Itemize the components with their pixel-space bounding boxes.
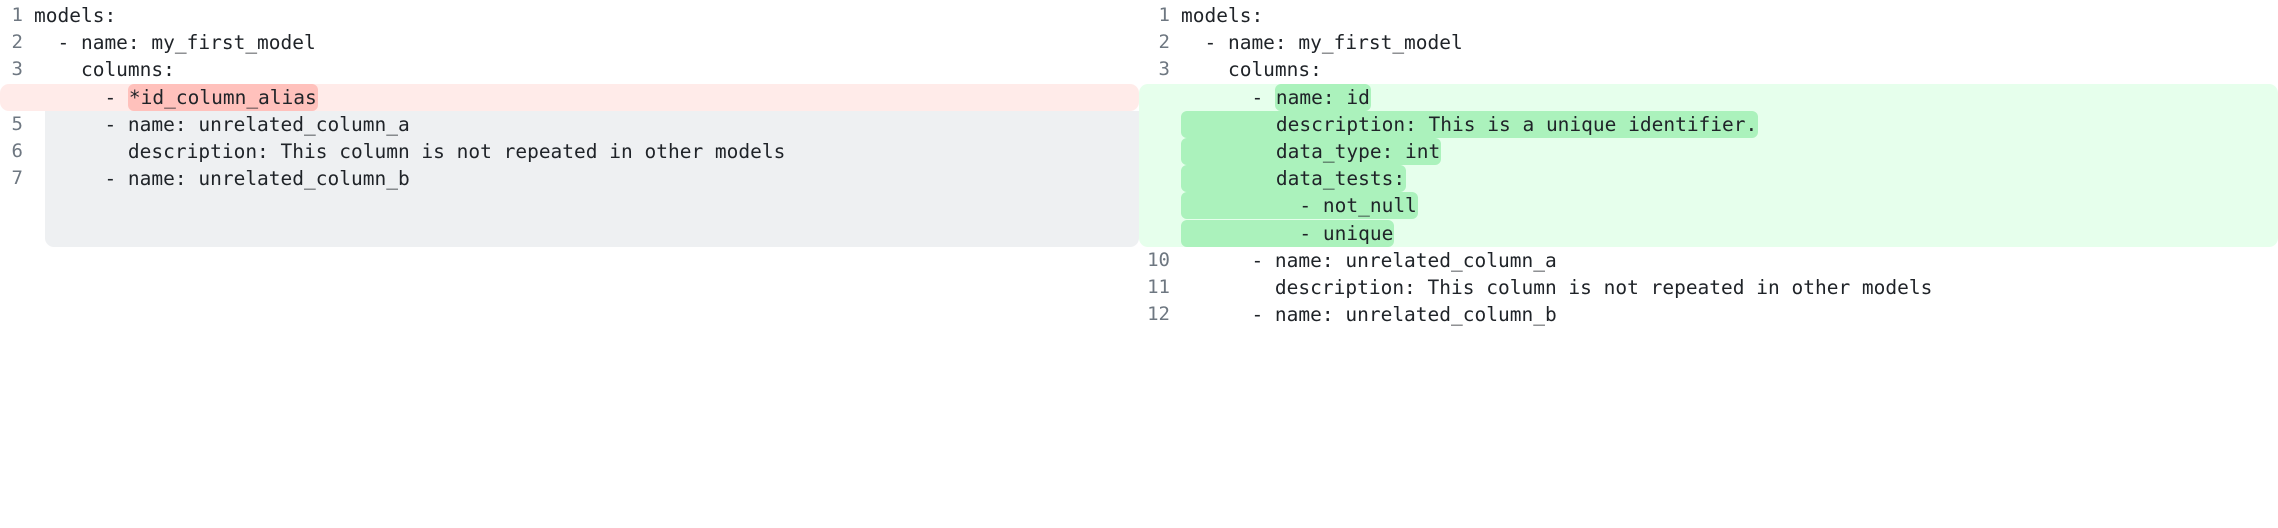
added-word-highlight: data_type: int [1181, 137, 1442, 165]
code-text: - *id_column_alias [34, 83, 318, 111]
code-text: models: [1181, 4, 1264, 27]
line-content: data_tests: [1181, 165, 2278, 193]
added-word-highlight: - not_null [1181, 192, 1418, 220]
diff-line[interactable]: 2 - name: my_first_model [1139, 29, 2278, 56]
line-content: columns: [1181, 56, 2278, 83]
code-text: - name: my_first_model [1181, 31, 1463, 55]
line-content: data_type: int [1181, 137, 2278, 165]
line-number: 10 [1147, 248, 1170, 271]
line-number: 7 [11, 167, 23, 190]
added-word-highlight: description: This is a unique identifier… [1181, 110, 1759, 138]
code-text: - not_null [1181, 192, 1418, 220]
diff-line[interactable]: 4 - name: id [1139, 83, 2278, 111]
diff-line[interactable]: 3 columns: [0, 56, 1139, 83]
line-content: - *id_column_alias [34, 83, 1139, 111]
code-text: description: This is a unique identifier… [1181, 110, 1759, 138]
diff-line[interactable]: 1 models: [0, 2, 1139, 29]
line-content: - unique [1181, 219, 2278, 247]
code-text: data_tests: [1181, 165, 1407, 193]
line-content: - name: unrelated_column_a [34, 111, 1139, 138]
code-segment-plain: - [1181, 85, 1275, 109]
code-text: columns: [34, 58, 175, 82]
diff-line[interactable]: 4 - *id_column_alias [0, 83, 1139, 111]
diff-line[interactable]: 7 data_tests: [1139, 165, 2278, 193]
diff-line[interactable]: 10 - name: unrelated_column_a [1139, 247, 2278, 274]
code-text: columns: [1181, 58, 1322, 82]
line-number: 1 [1158, 4, 1170, 26]
code-text: data_type: int [1181, 137, 1442, 165]
line-number: 2 [11, 31, 23, 54]
removed-word-highlight: *id_column_alias [127, 83, 318, 111]
line-content: description: This column is not repeated… [34, 138, 1139, 165]
diff-line[interactable]: 1 models: [1139, 2, 2278, 29]
diff-line[interactable]: 12 - name: unrelated_column_b [1139, 301, 2278, 328]
added-word-highlight: - unique [1181, 219, 1395, 247]
diff-line[interactable]: 8 - not_null [1139, 192, 2278, 220]
line-content: models: [1181, 2, 2278, 29]
code-text: - name: unrelated_column_b [1181, 303, 1557, 327]
diff-line[interactable]: 5 - name: unrelated_column_a [0, 111, 1139, 138]
diff-line[interactable]: 3 columns: [1139, 56, 2278, 83]
code-text: - unique [1181, 219, 1395, 247]
line-content: description: This is a unique identifier… [1181, 110, 2278, 138]
empty-counterpart-block [45, 110, 1139, 247]
line-number: 3 [1158, 58, 1170, 81]
line-content: - name: my_first_model [34, 29, 1139, 56]
line-content: columns: [34, 56, 1139, 83]
added-word-highlight: name: id [1274, 83, 1371, 111]
line-content: - name: unrelated_column_a [1181, 247, 2278, 274]
code-text: - name: my_first_model [34, 31, 316, 55]
line-content: - not_null [1181, 192, 2278, 220]
code-segment-plain: - [34, 85, 128, 109]
line-content: - name: unrelated_column_b [1181, 301, 2278, 328]
diff-line[interactable]: 9 - unique [1139, 219, 2278, 247]
added-word-highlight: data_tests: [1181, 165, 1407, 193]
diff-line[interactable]: 6 description: This column is not repeat… [0, 138, 1139, 165]
code-text: description: This column is not repeated… [1181, 275, 1933, 299]
line-number: 12 [1147, 303, 1170, 326]
code-text: - name: unrelated_column_a [1181, 248, 1557, 272]
code-text: - name: unrelated_column_b [34, 167, 410, 191]
line-number: 11 [1147, 275, 1170, 298]
line-number: 2 [1158, 31, 1170, 54]
diff-line[interactable]: 6 data_type: int [1139, 137, 2278, 166]
line-number: 1 [11, 4, 23, 26]
diff-line[interactable]: 5 description: This is a unique identifi… [1139, 110, 2278, 138]
line-content: models: [34, 2, 1139, 29]
code-text: - name: id [1181, 83, 1371, 111]
line-content: - name: id [1181, 83, 2278, 111]
code-text: description: This column is not repeated… [34, 139, 786, 163]
line-number: 6 [11, 139, 23, 162]
code-text: models: [34, 4, 117, 27]
diff-line[interactable]: 7 - name: unrelated_column_b [0, 165, 1139, 192]
line-content: - name: unrelated_column_b [34, 165, 1139, 192]
diff-line[interactable]: 2 - name: my_first_model [0, 29, 1139, 56]
line-content: description: This column is not repeated… [1181, 274, 2278, 301]
line-number: 5 [11, 112, 23, 135]
code-text: - name: unrelated_column_a [34, 112, 410, 136]
line-content: - name: my_first_model [1181, 29, 2278, 56]
line-number: 3 [11, 58, 23, 81]
diff-line[interactable]: 11 description: This column is not repea… [1139, 274, 2278, 301]
